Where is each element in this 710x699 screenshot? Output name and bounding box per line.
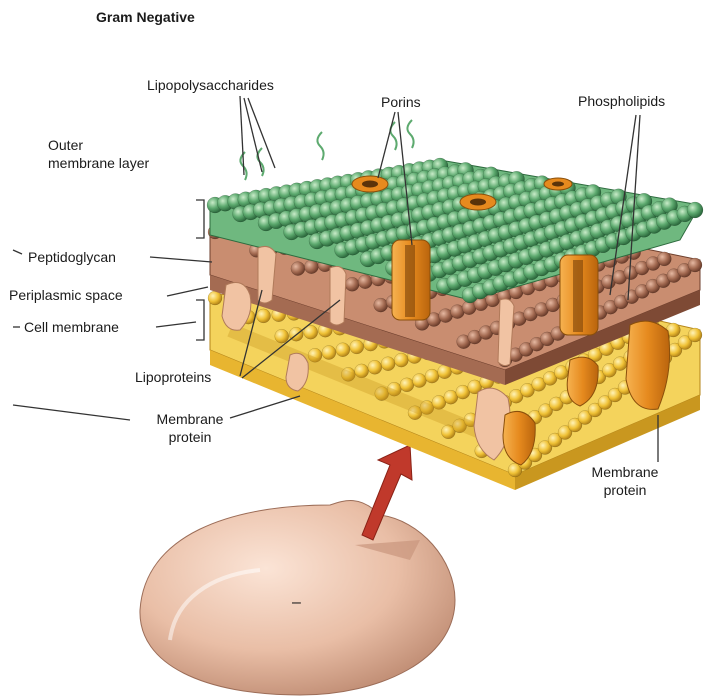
label-porins: Porins bbox=[381, 94, 421, 110]
lps-head bbox=[687, 202, 703, 218]
phospholipid-head bbox=[400, 378, 414, 392]
peptidoglycan-bead bbox=[358, 275, 372, 289]
label-lipoproteins: Lipoproteins bbox=[135, 369, 211, 385]
peptidoglycan-bead bbox=[291, 262, 305, 276]
phospholipid-head bbox=[425, 369, 439, 383]
label-outer-membrane-line2: membrane layer bbox=[48, 155, 149, 171]
label-membrane-protein-left-line2: protein bbox=[135, 429, 245, 445]
phospholipid-head bbox=[257, 309, 271, 323]
phospholipid-head bbox=[412, 374, 426, 388]
label-phospholipids: Phospholipids bbox=[578, 93, 665, 109]
peptidoglycan-bead bbox=[657, 252, 671, 266]
phospholipid-head bbox=[275, 329, 289, 343]
cell-charge-glyph: – bbox=[292, 595, 301, 611]
peptidoglycan-bead bbox=[374, 298, 388, 312]
label-membrane-protein-right-line2: protein bbox=[580, 482, 670, 498]
phospholipid-head bbox=[322, 346, 336, 360]
phospholipid-head bbox=[394, 353, 408, 367]
label-lipopolysaccharides: Lipopolysaccharides bbox=[147, 77, 274, 93]
phospholipid-head bbox=[381, 357, 395, 371]
phospholipid-head bbox=[336, 343, 350, 357]
label-cell-membrane: Cell membrane bbox=[24, 319, 119, 335]
label-periplasmic-space: Periplasmic space bbox=[9, 287, 123, 303]
label-membrane-protein-right-line1: Membrane bbox=[580, 464, 670, 480]
label-membrane-protein-left-line1: Membrane bbox=[135, 411, 245, 427]
phospholipid-head bbox=[368, 360, 382, 374]
label-peptidoglycan: Peptidoglycan bbox=[28, 249, 116, 265]
label-outer-membrane-line1: Outer bbox=[48, 137, 83, 153]
phospholipid-head bbox=[688, 328, 702, 342]
peptidoglycan-bead bbox=[345, 277, 359, 291]
phospholipid-head bbox=[350, 340, 364, 354]
diagram-title: Gram Negative bbox=[96, 9, 195, 25]
peptidoglycan-bead bbox=[688, 258, 702, 272]
